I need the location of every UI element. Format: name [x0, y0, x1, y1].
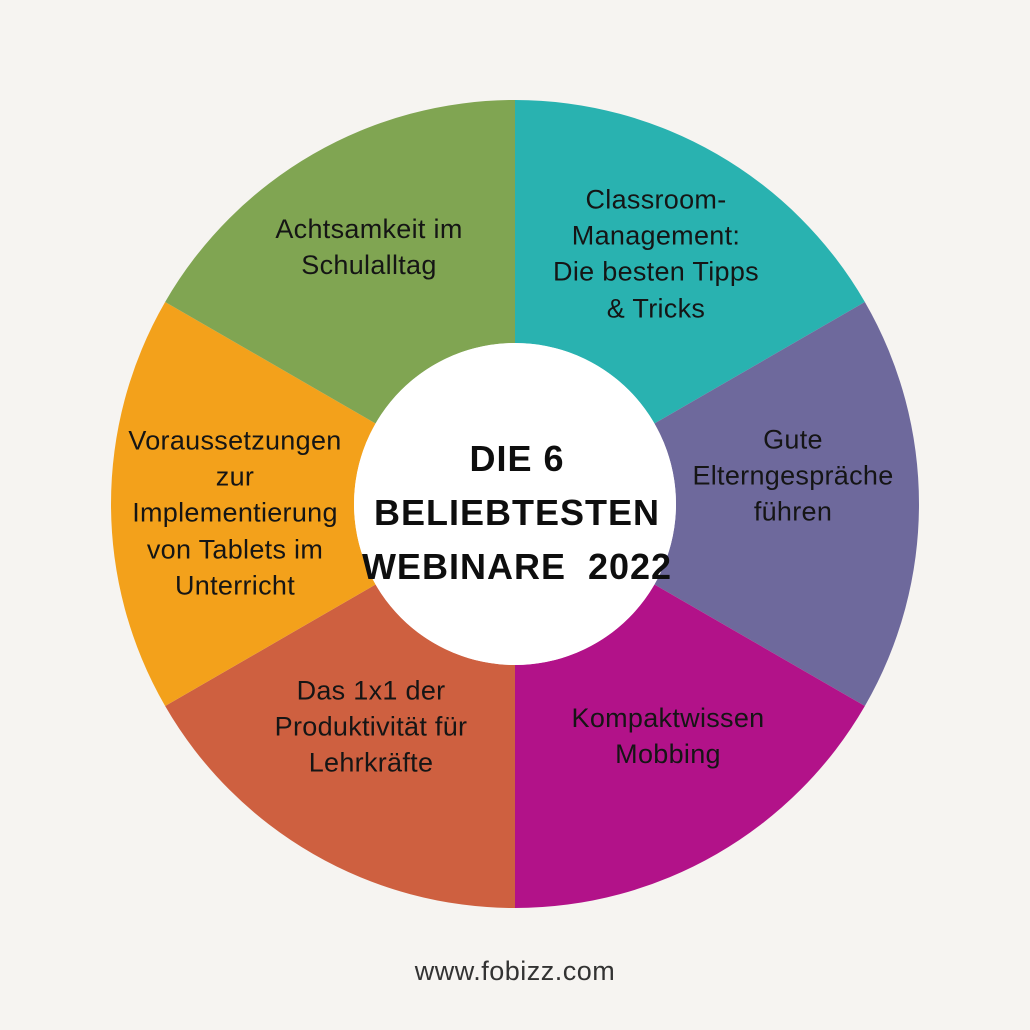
segment-label-kompaktwissen-mobbing: Kompaktwissen Mobbing	[571, 702, 765, 769]
segment-label-elterngespraeche: Gute Elterngespräche führen	[692, 424, 894, 528]
segment-label-produktivitaet: Das 1x1 der Produktivität für Lehrkräfte	[274, 675, 468, 779]
donut-hole	[354, 343, 676, 665]
segment-classroom-management	[515, 100, 865, 424]
segment-elterngespraeche	[654, 302, 919, 706]
donut-segments	[111, 100, 919, 908]
segment-achtsamkeit	[165, 100, 515, 424]
segment-kompaktwissen-mobbing	[515, 584, 865, 908]
segment-label-achtsamkeit: Achtsamkeit im Schulalltag	[275, 213, 463, 280]
website-url: www.fobizz.com	[414, 956, 616, 986]
segment-label-classroom-management: Classroom- Management: Die besten Tipps …	[553, 184, 759, 324]
segment-produktivitaet	[165, 584, 515, 908]
chart-title: DIE 6 BELIEBTESTEN WEBINARE 2022	[361, 438, 673, 587]
segment-label-tablets-unterricht: Voraussetzungen zur Implementierung von …	[128, 425, 342, 601]
segment-tablets-unterricht	[111, 302, 376, 706]
